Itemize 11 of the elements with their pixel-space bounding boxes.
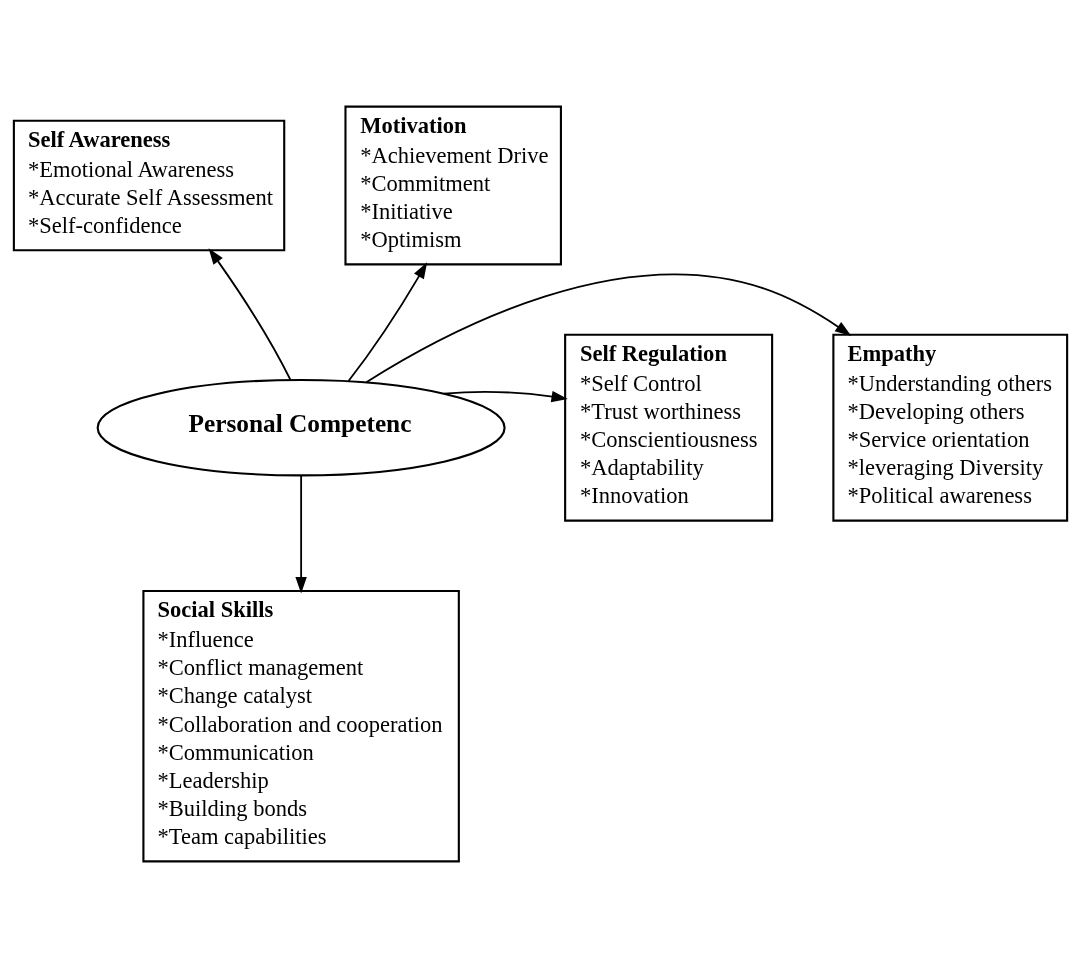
arrow: [365, 273, 852, 383]
node-box: Motivation *Achievement Drive *Commitment *Initiative *Optimism: [344, 105, 562, 265]
node-box: Self Regulation *Self Control *Trust worthiness *Conscientiousness *Adaptability *Innovation: [564, 333, 774, 522]
node-box: Empathy *Understanding others *Developing others *Service orientation *leveraging Diversity *Political awareness: [832, 333, 1069, 522]
arrow: [443, 390, 568, 402]
node-box: Self Awareness *Emotional Awareness *Accurate Self Assessment *Self-confidence: [12, 119, 286, 251]
node-ellipse: Personal Competenc: [96, 378, 506, 476]
arrow: [295, 474, 307, 593]
node-box: Social Skills *Influence *Conflict management *Change catalyst *Collaboration and cooperation *Communication *Leadership *Building bonds *Team capabilities: [142, 589, 460, 862]
arrow: [208, 247, 292, 381]
arrow: [347, 261, 428, 382]
